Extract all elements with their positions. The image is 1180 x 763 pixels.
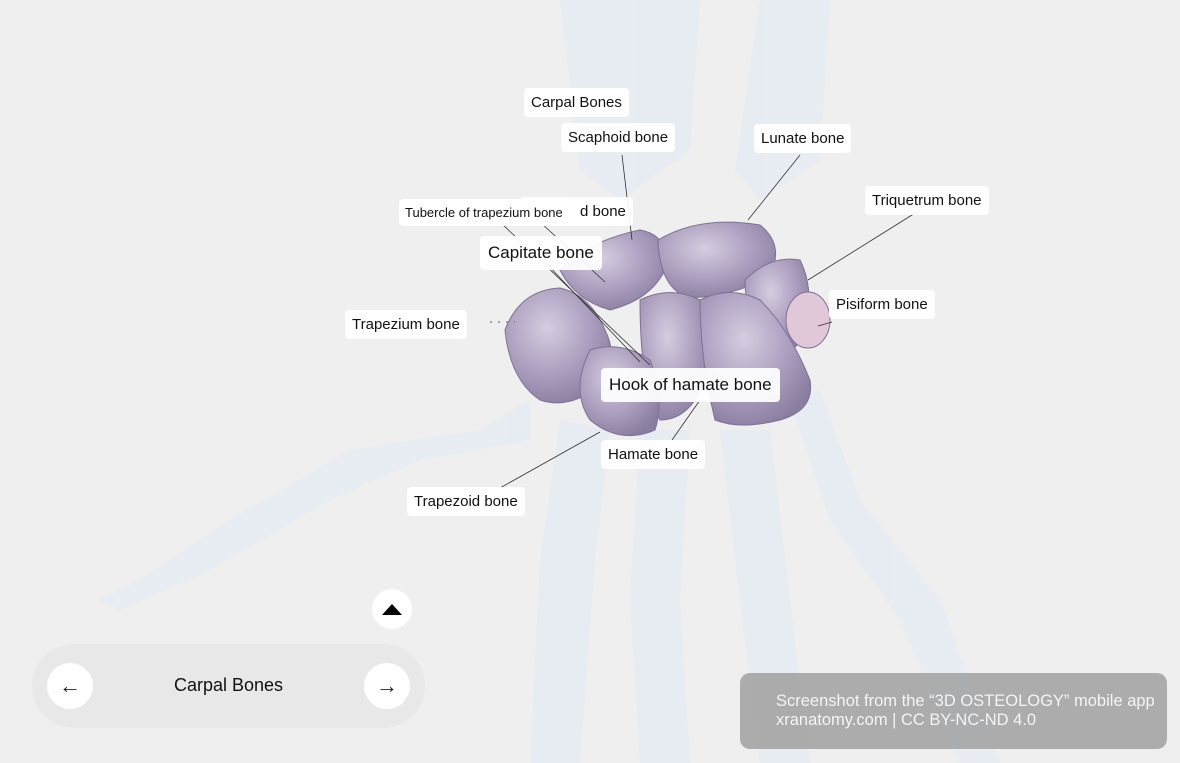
credit-line-2: xranatomy.com | CC BY-NC-ND 4.0: [776, 711, 1037, 729]
previous-button[interactable]: ←: [47, 663, 93, 709]
label-hook-of-hamate[interactable]: Hook of hamate bone: [601, 368, 780, 402]
arrow-right-icon: →: [376, 673, 398, 698]
arrow-left-icon: ←: [59, 673, 81, 698]
label-carpal-bones[interactable]: Carpal Bones: [524, 88, 629, 117]
credit-watermark: Screenshot from the “3D OSTEOLOGY” mobil…: [740, 673, 1167, 749]
label-hamate-bone[interactable]: Hamate bone: [601, 440, 706, 469]
triangle-up-icon: [382, 604, 402, 615]
credit-line-1: Screenshot from the “3D OSTEOLOGY” mobil…: [776, 692, 1155, 710]
label-pisiform-bone[interactable]: Pisiform bone: [829, 290, 935, 319]
label-trapezium-bone[interactable]: Trapezium bone: [345, 310, 467, 339]
label-capitate-bone[interactable]: Capitate bone: [480, 236, 602, 270]
expand-panel-button[interactable]: [372, 589, 412, 629]
topic-navigator: ← Carpal Bones →: [32, 644, 425, 728]
label-trapezoid-bone[interactable]: Trapezoid bone: [407, 487, 525, 516]
next-button[interactable]: →: [364, 663, 410, 709]
label-triquetrum-bone[interactable]: Triquetrum bone: [865, 186, 989, 215]
leader-lines: [490, 154, 921, 489]
label-lunate-bone[interactable]: Lunate bone: [754, 124, 852, 153]
topic-title: Carpal Bones: [173, 675, 284, 695]
label-scaphoid-bone[interactable]: Scaphoid bone: [561, 123, 676, 152]
label-tubercle-of-trapezium[interactable]: Tubercle of trapezium bone: [399, 199, 569, 226]
